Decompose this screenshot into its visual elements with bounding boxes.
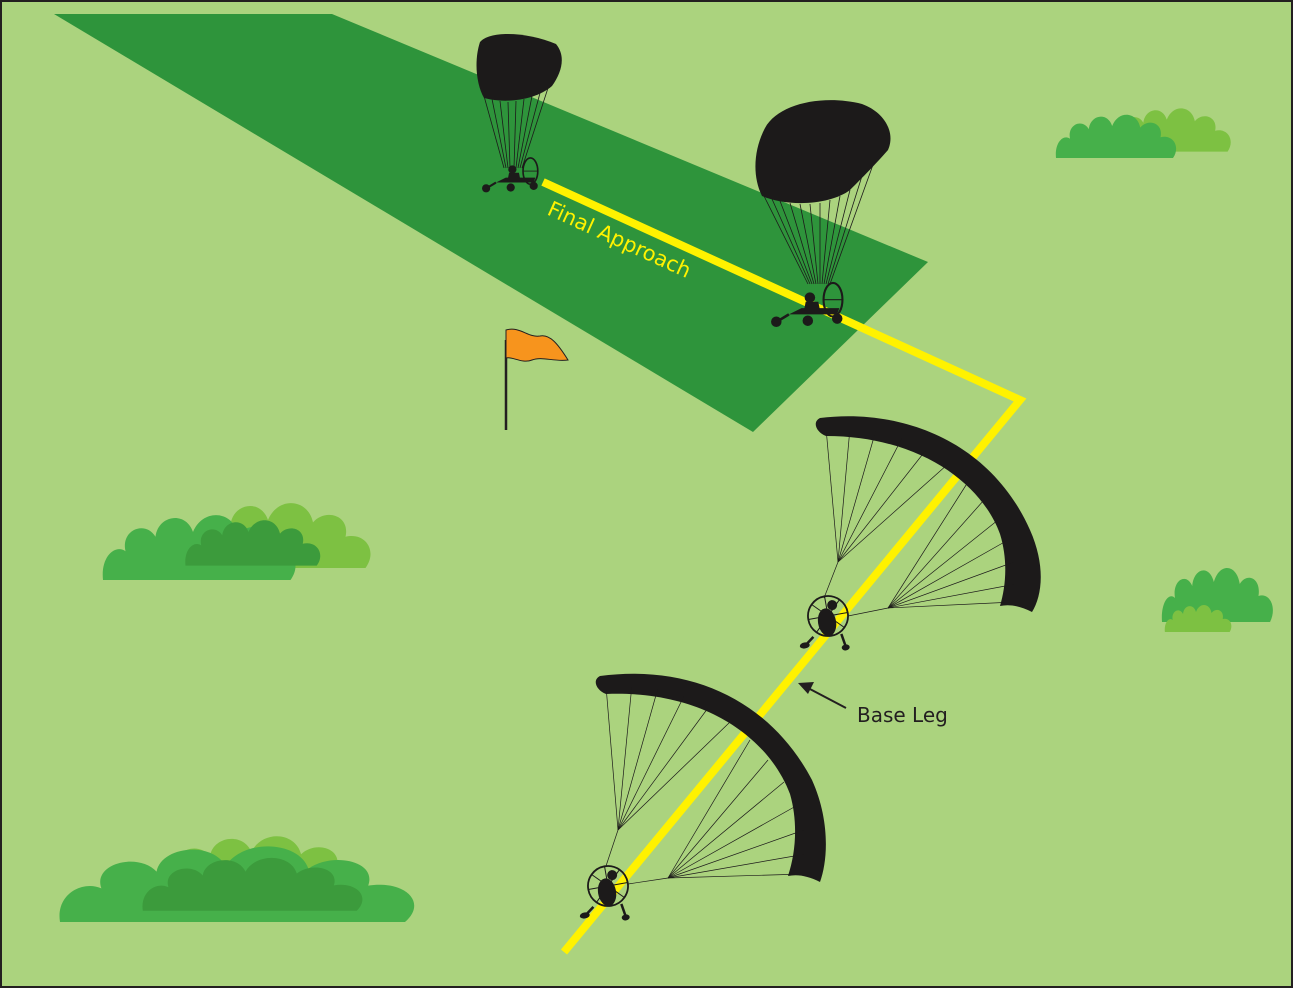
base-leg-label: Base Leg bbox=[857, 703, 948, 727]
